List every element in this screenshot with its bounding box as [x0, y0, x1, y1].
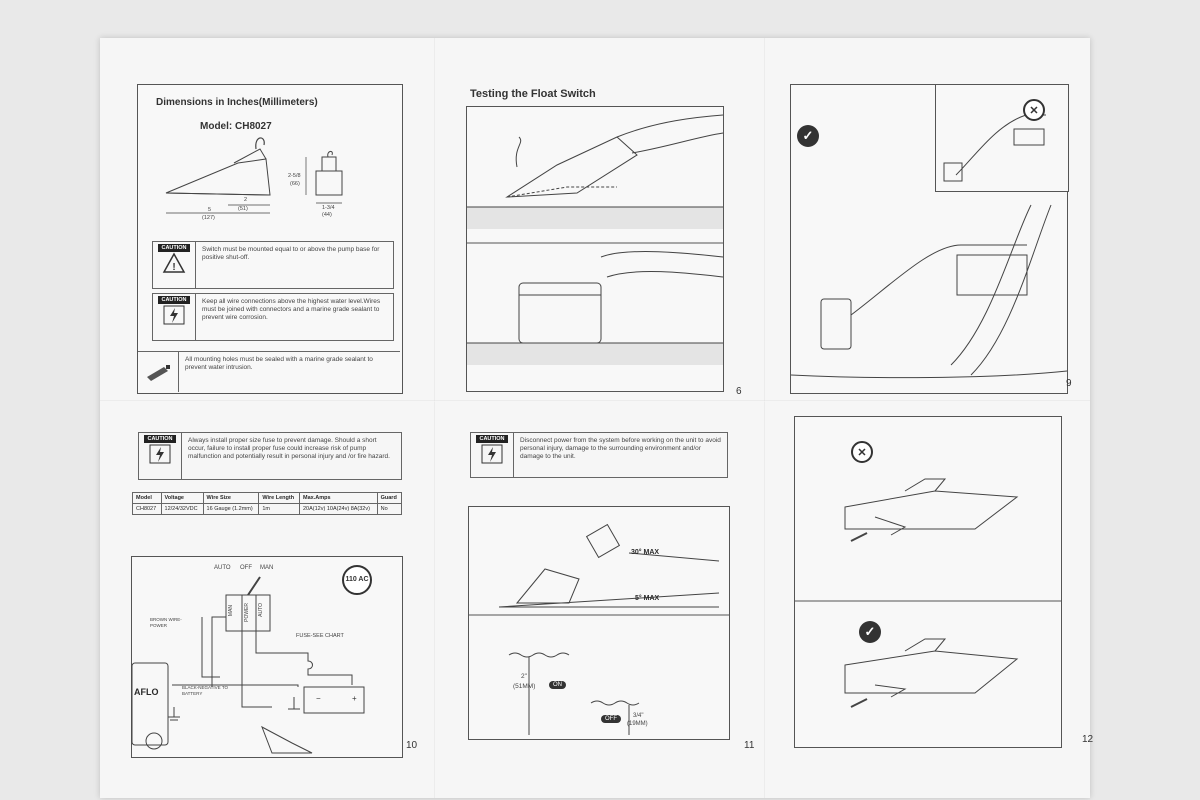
height-in: 2-5/8 [288, 173, 301, 179]
length-in: 5 [208, 207, 212, 213]
fuse-caution-box: CAUTION Always install proper size fuse … [138, 432, 402, 480]
caution-text-1: Switch must be mounted equal to or above… [202, 246, 380, 261]
caution-tag: CAUTION [158, 244, 190, 252]
on-depth-in: 2" [521, 673, 527, 680]
table-cell: 12/24/32VDC [160, 503, 204, 515]
table-cell: 1m [258, 503, 300, 515]
pump-installation-drawing [790, 204, 1068, 379]
panel-auto-label: AUTO [258, 603, 264, 617]
svg-text:−: − [316, 694, 321, 703]
float-test-title: Testing the Float Switch [470, 88, 596, 100]
table-row: CH8027 12/24/32VDC 16 Gauge (1.2mm) 1m 2… [132, 503, 403, 515]
width-mm: (44) [322, 212, 332, 218]
float-test-drawings [467, 114, 724, 365]
fold-line [100, 400, 1090, 402]
angle-5-label: 5° MAX [635, 595, 660, 602]
fold-line [434, 38, 436, 798]
caution-tag: CAUTION [158, 296, 190, 304]
no-ac-icon: 110 AC [342, 565, 372, 595]
caution-tag: CAUTION [144, 435, 176, 443]
fold-line [764, 38, 766, 798]
off-badge: OFF [601, 715, 621, 723]
caution-box-2: CAUTION Keep all wire connections above … [152, 293, 394, 341]
length-mm: (127) [202, 215, 215, 221]
model-label: Model: CH8027 [200, 121, 272, 132]
switch-off-label: OFF [240, 565, 252, 571]
page-number: 6 [736, 386, 742, 397]
base-mm: (51) [238, 206, 248, 212]
boat-mounting-panel: ✕ ✓ [794, 416, 1062, 748]
column-header: Max.Amps [299, 492, 378, 504]
table-cell: No [376, 503, 403, 515]
base-in: 2 [244, 197, 248, 203]
page-number: 12 [1082, 734, 1094, 745]
caution-box-1: CAUTION ! Switch must be mounted equal t… [152, 241, 394, 289]
angle-depth-drawing [469, 523, 729, 735]
black-wire-label: BLACK-NEGATIVE TO BATTERY [182, 685, 229, 696]
dimensions-panel: Dimensions in Inches(Millimeters) Model:… [137, 84, 403, 394]
panel-man-label: MAN [228, 605, 234, 617]
sealant-tube-icon [147, 365, 170, 381]
switch-auto-label: AUTO [214, 565, 231, 571]
off-depth-in: 3/4" [633, 713, 644, 719]
switch-man-label: MAN [260, 565, 274, 571]
electric-shock-icon [163, 305, 185, 325]
check-circle-icon: ✓ [859, 621, 881, 643]
brown-wire-label: BROWN WIRE-POWER [150, 617, 182, 628]
fuse-label: FUSE-SEE CHART [296, 633, 344, 639]
width-in: 1-3/4 [322, 205, 335, 211]
fuse-caution-text: Always install proper size fuse to preve… [188, 437, 390, 460]
caution-tag: CAUTION [476, 435, 508, 443]
cross-circle-icon: ✕ [1023, 99, 1045, 121]
on-badge: ON [549, 681, 566, 689]
cross-circle-icon: ✕ [851, 441, 873, 463]
page-number: 11 [744, 740, 755, 751]
disconnect-caution-text: Disconnect power from the system before … [520, 437, 721, 460]
caution-text-2: Keep all wire connections above the high… [202, 298, 381, 321]
page-number: 10 [406, 740, 418, 751]
page-number: 9 [1066, 378, 1072, 389]
off-depth-mm: (19MM) [627, 721, 648, 727]
wrong-inset-box [935, 84, 1069, 192]
on-depth-mm: (51MM) [513, 683, 536, 690]
installation-panel: ✓ ✕ [790, 84, 1069, 394]
electric-shock-icon [481, 444, 503, 464]
wiring-diagram-panel: − + AUTO OFF MAN MAN POWER AUTO BROWN WI… [131, 556, 403, 758]
disconnect-caution-box: CAUTION Disconnect power from the system… [470, 432, 728, 478]
column-header: Wire Size [202, 492, 260, 504]
panel-power-label: POWER [244, 603, 250, 622]
float-test-panel [466, 106, 724, 392]
electric-shock-icon [149, 444, 171, 464]
column-header: Wire Length [258, 492, 300, 504]
height-mm: (66) [290, 181, 300, 187]
table-cell: 20A(12v) 10A(24v) 8A(32v) [299, 503, 378, 515]
svg-text:!: ! [172, 262, 175, 273]
float-switch-drawing [165, 137, 343, 214]
svg-text:+: + [352, 694, 357, 703]
column-header: Guard [376, 492, 403, 504]
check-circle-icon: ✓ [797, 125, 819, 147]
column-header: Model [132, 492, 162, 504]
warning-triangle-icon: ! [162, 252, 186, 273]
dimensions-title: Dimensions in Inches(Millimeters) [156, 97, 318, 108]
spec-table: Model Voltage Wire Size Wire Length Max.… [132, 492, 403, 515]
table-cell: CH8027 [132, 503, 162, 515]
table-cell: 16 Gauge (1.2mm) [202, 503, 260, 515]
table-header-row: Model Voltage Wire Size Wire Length Max.… [132, 492, 403, 504]
sealant-note: All mounting holes must be sealed with a… [185, 356, 373, 371]
boat-drawings [795, 478, 1061, 708]
angle-30-label: 30° MAX [631, 549, 660, 556]
angle-depth-panel: 30° MAX 5° MAX 2" (51MM) ON OFF 3/4" (19… [468, 506, 730, 740]
pump-brand: AFLO [134, 687, 159, 697]
column-header: Voltage [160, 492, 204, 504]
sealant-note-box: All mounting holes must be sealed with a… [138, 351, 400, 392]
wiring-diagram: − + [131, 576, 365, 754]
